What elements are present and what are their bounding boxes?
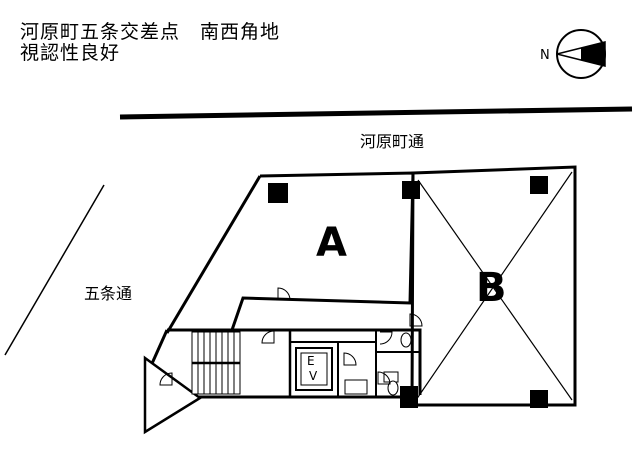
column-block (268, 183, 288, 203)
door-swing-icon (277, 287, 291, 301)
north-compass-icon: N (540, 29, 606, 79)
sink-icon (344, 379, 368, 395)
column-block (402, 181, 420, 199)
sink-icon (383, 371, 399, 383)
site-description: 河原町五条交差点 南西角地 視認性良好 (20, 22, 280, 64)
visibility-note: 視認性良好 (20, 42, 121, 64)
location-title: 河原町五条交差点 南西角地 (20, 21, 281, 43)
column-block (530, 176, 548, 194)
stair-treads (192, 332, 240, 394)
column-block (530, 390, 548, 408)
service-core: E V (143, 313, 423, 435)
column-block (400, 386, 418, 408)
unit-b: B (410, 165, 577, 408)
main-road-line (119, 106, 633, 120)
main-road-label: 河原町通 (360, 132, 424, 151)
unit-b-label: B (476, 265, 507, 311)
elevator-label-bottom: V (309, 369, 318, 383)
unit-a: A (165, 171, 420, 334)
door-swing-icon (261, 330, 275, 344)
door-swing-icon (159, 372, 173, 386)
toilet-icon (400, 332, 412, 348)
elevator-label-top: E (307, 354, 315, 368)
side-road-line (4, 184, 105, 356)
unit-a-label: A (316, 220, 347, 266)
side-road-label: 五条通 (84, 284, 132, 303)
door-swing-icon (377, 371, 391, 385)
door-swing-icon (379, 331, 393, 345)
compass-north-label: N (540, 48, 550, 63)
door-swing-icon (343, 352, 357, 366)
door-swing-icon (409, 313, 423, 327)
